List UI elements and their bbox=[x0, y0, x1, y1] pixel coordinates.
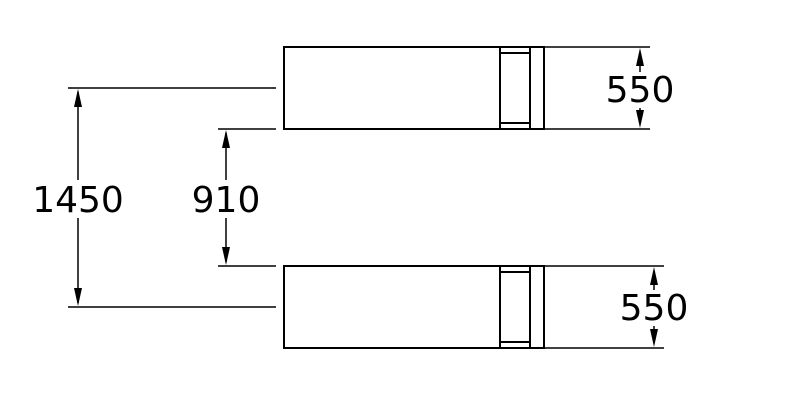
top-width-dimension: 550 bbox=[544, 46, 680, 130]
top-width-label: 550 bbox=[606, 70, 675, 111]
outer-spacing-label: 1450 bbox=[32, 180, 124, 221]
outer-dim-arrow-down bbox=[74, 288, 82, 306]
top-dim-text-mask bbox=[600, 72, 680, 108]
bottom-width-label: 550 bbox=[620, 288, 689, 329]
outer-dim-text-mask bbox=[28, 180, 128, 218]
top-block-outline bbox=[283, 46, 545, 130]
top-dim-arrow-down bbox=[636, 110, 644, 128]
outer-dim-arrow-up bbox=[74, 89, 82, 107]
top-dim-arrow-up bbox=[636, 48, 644, 66]
bottom-dim-text-mask bbox=[614, 290, 694, 326]
inner-gap-label: 910 bbox=[192, 180, 261, 221]
bottom-dim-arrow-up bbox=[650, 267, 658, 285]
inner-dim-arrow-up bbox=[222, 130, 230, 148]
outer-spacing-dimension: 1450 bbox=[28, 87, 276, 308]
top-block bbox=[283, 46, 545, 130]
inner-dim-arrow-down bbox=[222, 247, 230, 265]
bottom-width-dimension: 550 bbox=[544, 265, 694, 349]
inner-dim-text-mask bbox=[190, 180, 262, 218]
bottom-dim-arrow-down bbox=[650, 329, 658, 347]
bottom-block-outline bbox=[283, 265, 545, 349]
inner-gap-dimension: 910 bbox=[190, 128, 276, 267]
bottom-block bbox=[283, 265, 545, 349]
